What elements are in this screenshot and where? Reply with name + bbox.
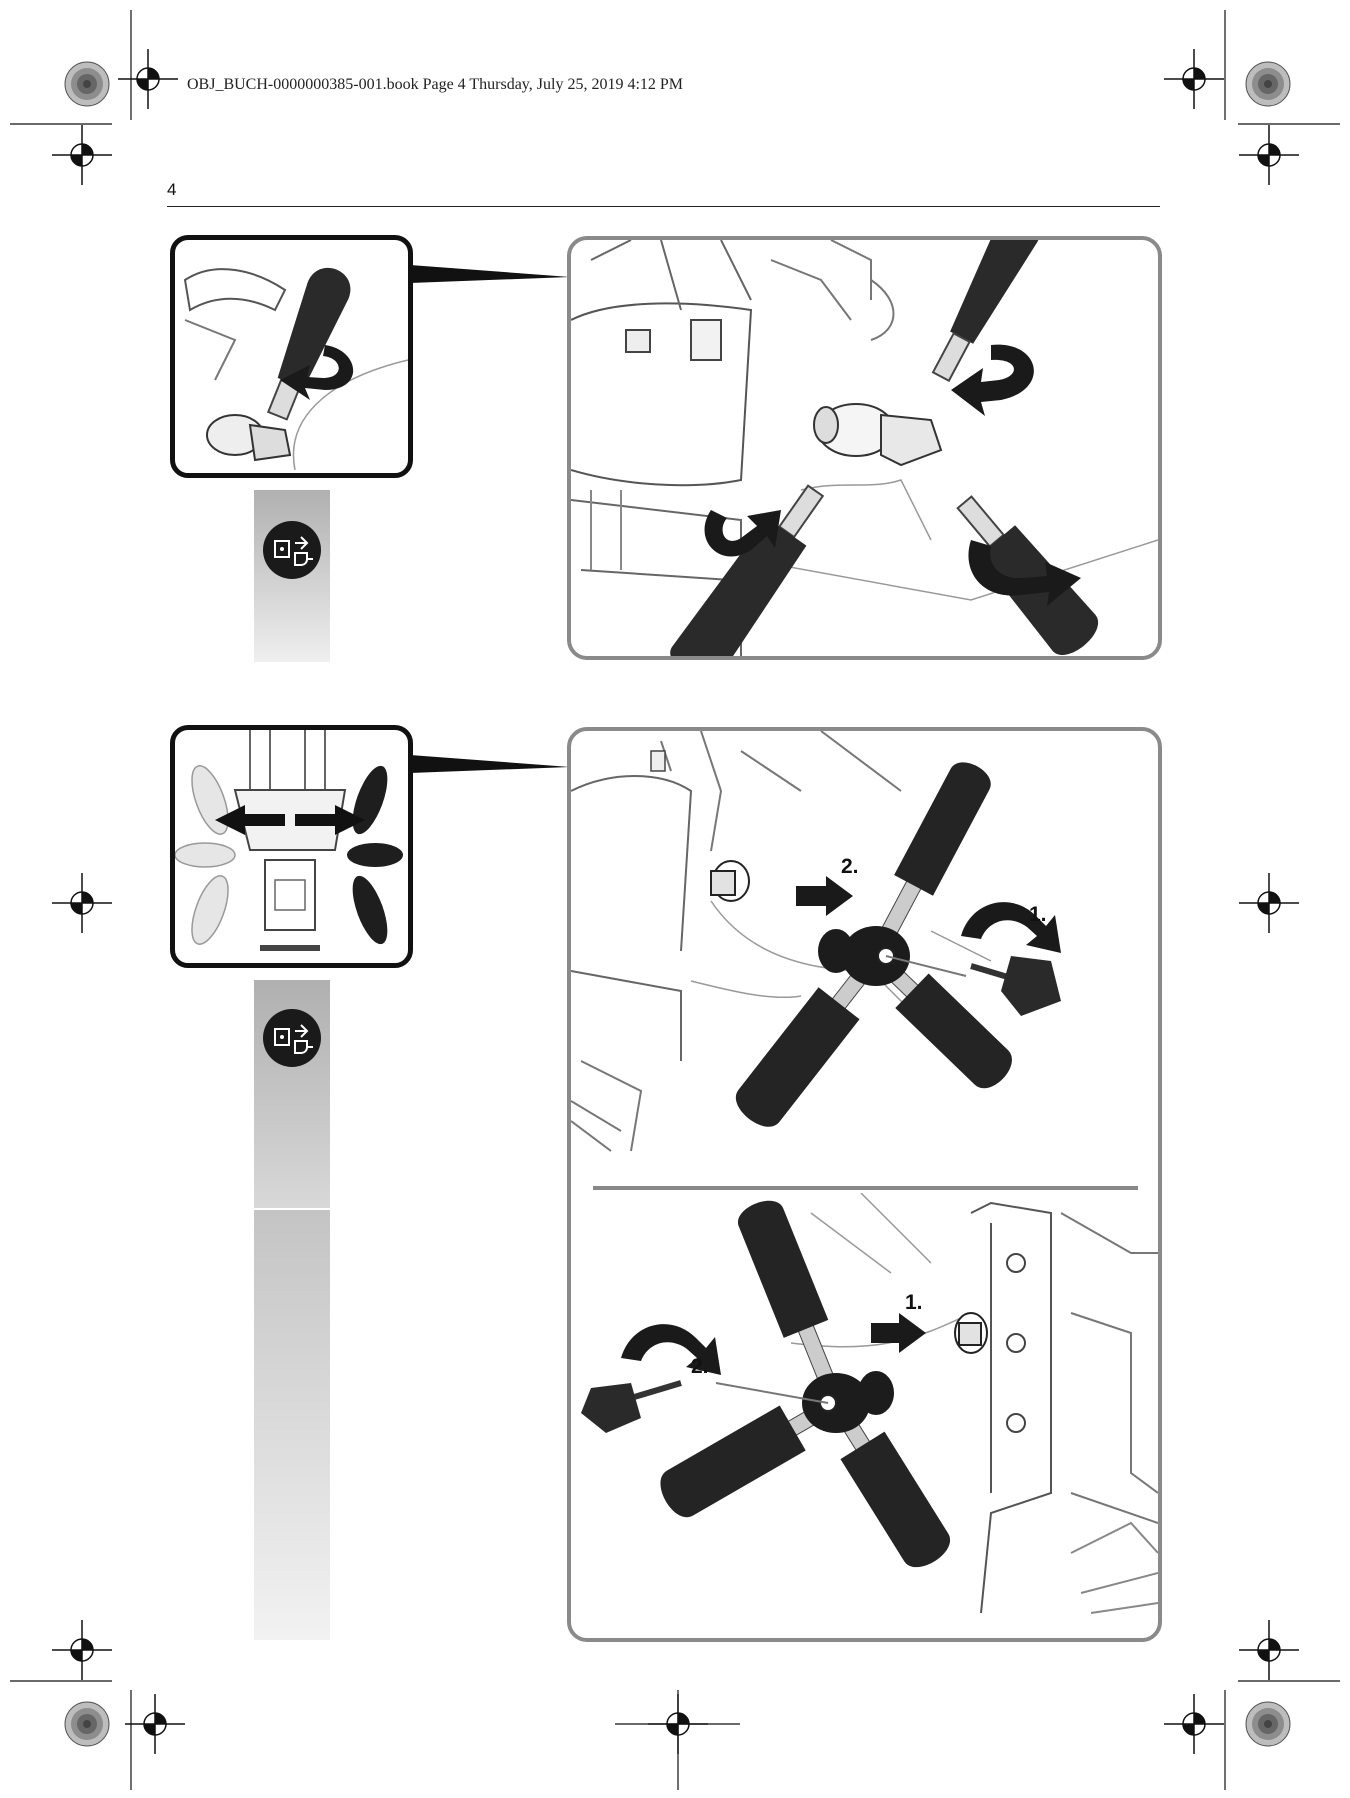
registration-crosshair-icon bbox=[1238, 124, 1300, 186]
figure1-main-frame bbox=[567, 236, 1162, 660]
registration-crosshair-icon bbox=[117, 48, 179, 110]
hub-side-change-detail bbox=[175, 730, 403, 951]
registration-crosshair-icon bbox=[1238, 872, 1300, 934]
push-arrow-icon bbox=[871, 1313, 926, 1353]
registration-crosshair-icon bbox=[1238, 1619, 1300, 1681]
header-rule bbox=[167, 206, 1160, 207]
callout-connector bbox=[410, 265, 570, 283]
registration-crosshair-icon bbox=[1163, 48, 1225, 110]
registration-crosshair-icon bbox=[51, 872, 113, 934]
step-label: 1. bbox=[1029, 903, 1047, 926]
panel-divider bbox=[593, 1186, 1138, 1190]
color-registration-target-icon bbox=[1245, 1701, 1291, 1747]
figure1-detail-inset bbox=[170, 235, 413, 478]
figure2-main-frame: 2. 1. 1. 2. bbox=[567, 727, 1162, 1642]
rotate-arrow-icon bbox=[704, 510, 781, 557]
figure2-side-strip-lower bbox=[254, 1210, 330, 1640]
unplug-mains-icon bbox=[263, 521, 321, 579]
step-label: 2. bbox=[691, 1355, 709, 1378]
handle-screw-in-detail bbox=[183, 267, 408, 471]
registration-crosshair-icon bbox=[51, 1619, 113, 1681]
figure2-detail-inset bbox=[170, 725, 413, 968]
print-header: OBJ_BUCH-0000000385-001.book Page 4 Thur… bbox=[187, 76, 684, 93]
rotate-arrow-icon bbox=[951, 344, 1034, 416]
registration-crosshair-icon bbox=[1163, 1693, 1225, 1755]
double-arrow-icon bbox=[215, 805, 365, 835]
registration-crosshair-icon bbox=[51, 124, 113, 186]
unplug-mains-icon bbox=[263, 1009, 321, 1067]
pull-arrow-icon bbox=[796, 876, 853, 916]
rotate-arrow-icon bbox=[961, 902, 1061, 953]
registration-crosshair-icon bbox=[124, 1693, 186, 1755]
color-registration-target-icon bbox=[1245, 61, 1291, 107]
color-registration-target-icon bbox=[64, 61, 110, 107]
hub-removal-illustration bbox=[571, 731, 1061, 1152]
step-label: 1. bbox=[905, 1291, 923, 1314]
hub-reinstall-illustration bbox=[581, 1193, 1158, 1614]
callout-connector bbox=[410, 755, 570, 773]
step-label: 2. bbox=[841, 855, 859, 878]
color-registration-target-icon bbox=[64, 1701, 110, 1747]
handle-mounting-illustration bbox=[571, 240, 1158, 656]
rotate-arrow-icon bbox=[280, 345, 354, 400]
rotate-arrow-icon bbox=[968, 540, 1081, 606]
rotate-arrow-icon bbox=[621, 1324, 721, 1375]
page-number: 4 bbox=[167, 180, 177, 199]
